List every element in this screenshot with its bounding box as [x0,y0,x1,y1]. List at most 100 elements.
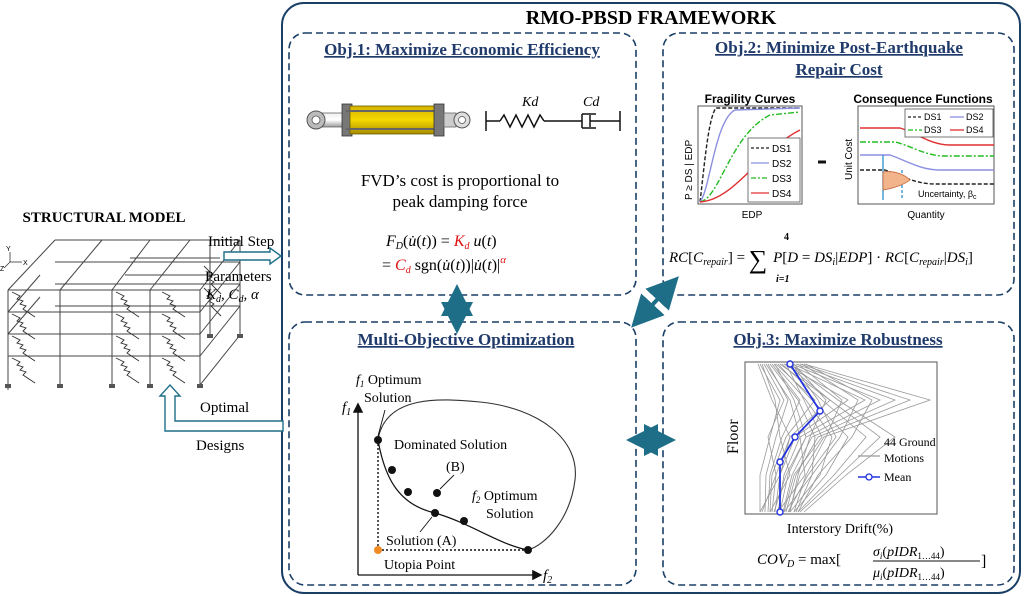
drift-legend: 44 Ground Motions Mean [858,435,936,484]
consequence-ylabel: Unit Cost [844,139,855,180]
fragility-legend-ds2: DS2 [772,159,792,170]
drift-axes [744,361,938,515]
fvd-damper-illustration [306,103,471,137]
cd-label: Cd [583,95,600,110]
consequence-curve-ds3 [860,141,994,157]
pareto-point-f2-opt [524,546,532,554]
fragility-legend: DS1 DS2 DS3 DS4 [747,137,801,203]
pareto-point [460,517,468,525]
consequence-legend-ds2: DS2 [966,112,984,122]
dominated-point-b [433,489,441,497]
framework-border [281,2,1021,594]
consequence-legend: DS1 DS2 DS3 DS4 [904,108,994,138]
feasible-region [377,399,576,551]
obj2-title-line1: Obj.2: Minimize Post-Earthquake [715,38,963,57]
ground-motion-curves [757,363,932,513]
fragility-legend-ds1: DS1 [772,144,792,155]
parameters-math: Kd, Cd, α [205,287,260,305]
uncertainty-distribution [882,155,911,200]
f1-opt-leader [377,409,386,437]
structural-model-frame [7,239,241,390]
axis-x-label: X [23,260,28,267]
obj3-frac-num: σi(pIDR1…44) [873,545,945,561]
optimal-label: Optimal [200,400,249,416]
obj3-frac-den: μi(pIDR1…44) [872,566,945,582]
fragility-curve-ds3 [699,111,801,203]
axis-f2-label: f2 [543,568,552,586]
initial-step-label: Initial Step [208,234,274,250]
uncertainty-label: Uncertainty, βc [918,189,977,201]
kd-label: Kd [521,95,539,110]
fragility-title: Fragility Curves [705,92,796,106]
obj1-title: Obj.1: Maximize Economic Efficiency [324,40,600,59]
structural-model-title: STRUCTURAL MODEL [23,210,186,226]
consequence-curve-ds2 [860,154,994,171]
obj1-text-line2: peak damping force [393,192,528,211]
obj2-panel [662,32,1015,296]
fragility-curve-ds2 [699,107,801,203]
b-label: (B) [446,460,465,475]
obj1-panel [288,32,637,296]
mean-markers [776,360,824,516]
spring-dashpot-schematic [485,111,621,131]
consequence-legend-ds1: DS1 [924,112,942,122]
pareto-points [374,436,532,554]
framework-title: RMO-PBSD FRAMEWORK [526,7,777,29]
initial-step-arrow [223,246,283,266]
obj1-text-line1: FVD’s cost is proportional to [361,171,559,190]
utopia-point [374,546,382,554]
axis-f1-label: f1 [342,400,351,418]
moo-panel [288,321,637,586]
fragility-curve-ds1 [699,107,800,203]
obj3-bracket-close: ] [981,553,986,570]
axis-y-label: Y [6,246,11,253]
fragility-ylabel: P ≥ DS | EDP [684,140,695,200]
pareto-point [404,488,412,496]
legend-ground-motions-line1: 44 Ground [884,435,936,449]
pareto-axes [352,402,543,581]
solution-a-point [431,509,439,517]
arrow-obj2-moo [631,276,679,328]
obj2-sum-upper: 4 [784,232,789,243]
dominated-solution-label: Dominated Solution [394,438,507,453]
moo-title: Multi-Objective Optimization [358,330,575,349]
legend-ground-motions-line2: Motions [884,451,924,465]
obj1-equation-line1: FD(u̇(t)) = Kd u(t) [385,233,497,252]
fragility-xlabel: EDP [742,210,763,221]
designs-label: Designs [196,438,244,454]
f2-optimum-solution: Solution [486,507,533,522]
fragility-legend-ds3: DS3 [772,174,792,185]
solution-a-leader [419,516,433,533]
b-leader [439,474,455,490]
consequence-legend-ds3: DS3 [924,125,942,135]
axes-triad-icon [3,252,22,269]
f1-optimum-label: f1 Optimum [356,373,422,389]
utopia-point-label: Utopia Point [384,558,455,573]
legend-mean: Mean [884,470,911,484]
model-supports [5,334,243,388]
f2-optimum-label: f2 Optimum [472,489,538,505]
pareto-point [388,466,396,474]
obj2-title-line2: Repair Cost [795,60,882,79]
drift-ylabel: Floor [725,419,742,454]
fragility-axes [697,105,803,205]
drift-xlabel: Interstory Drift(%) [787,522,893,537]
f1-optimum-solution: Solution [364,391,411,406]
consequence-xlabel: Quantity [907,210,944,221]
consequence-legend-ds4: DS4 [966,125,984,135]
obj3-equation: COVD = max[ [757,552,841,570]
optimal-designs-arrow [158,383,284,432]
model-dampers [11,265,222,384]
fragility-legend-ds4: DS4 [772,189,792,200]
consequence-title: Consequence Functions [853,92,993,106]
consequence-curve-ds1 [860,169,994,185]
solution-a-label: Solution (A) [386,534,457,549]
obj2-sum-lower: i=1 [776,274,789,285]
axis-z-label: Z [0,266,5,273]
pareto-point-f1-opt [374,436,382,444]
consequence-axes [857,105,995,205]
obj2-equation: RC[Crepair] = ∑ P[D = DSi|EDP] · RC[Crep… [668,245,973,274]
obj1-equation-line2: = Cd sgn(u̇(t))|u̇(t)|α [382,254,506,276]
consequence-curve-ds4 [860,127,994,146]
parameters-label: Parameters [205,269,272,285]
